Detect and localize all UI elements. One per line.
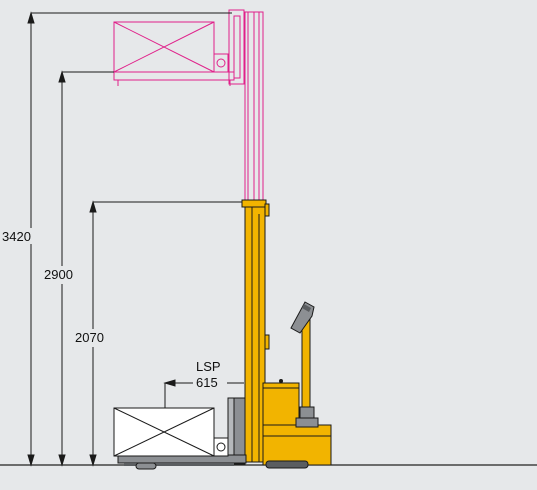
carriage-plate bbox=[232, 397, 246, 465]
dimension-lines bbox=[27, 11, 245, 467]
drive-unit bbox=[262, 424, 332, 466]
dimension-overall-height: 3420 bbox=[2, 229, 31, 244]
tiller-handle bbox=[290, 301, 315, 334]
raised-load-position bbox=[113, 9, 264, 205]
dimension-mast-height: 2070 bbox=[75, 330, 104, 345]
battery-box bbox=[262, 382, 300, 428]
front-wheel bbox=[135, 462, 157, 470]
dimension-lift-height: 2900 bbox=[44, 267, 73, 282]
load-centre-value: 615 bbox=[196, 375, 218, 390]
load-centre-label: LSP bbox=[196, 359, 221, 374]
drive-wheel bbox=[265, 460, 309, 469]
raised-carriage bbox=[228, 9, 245, 85]
stacker-machine bbox=[113, 199, 332, 470]
raised-fork-plate bbox=[113, 71, 235, 81]
mast bbox=[244, 203, 266, 463]
